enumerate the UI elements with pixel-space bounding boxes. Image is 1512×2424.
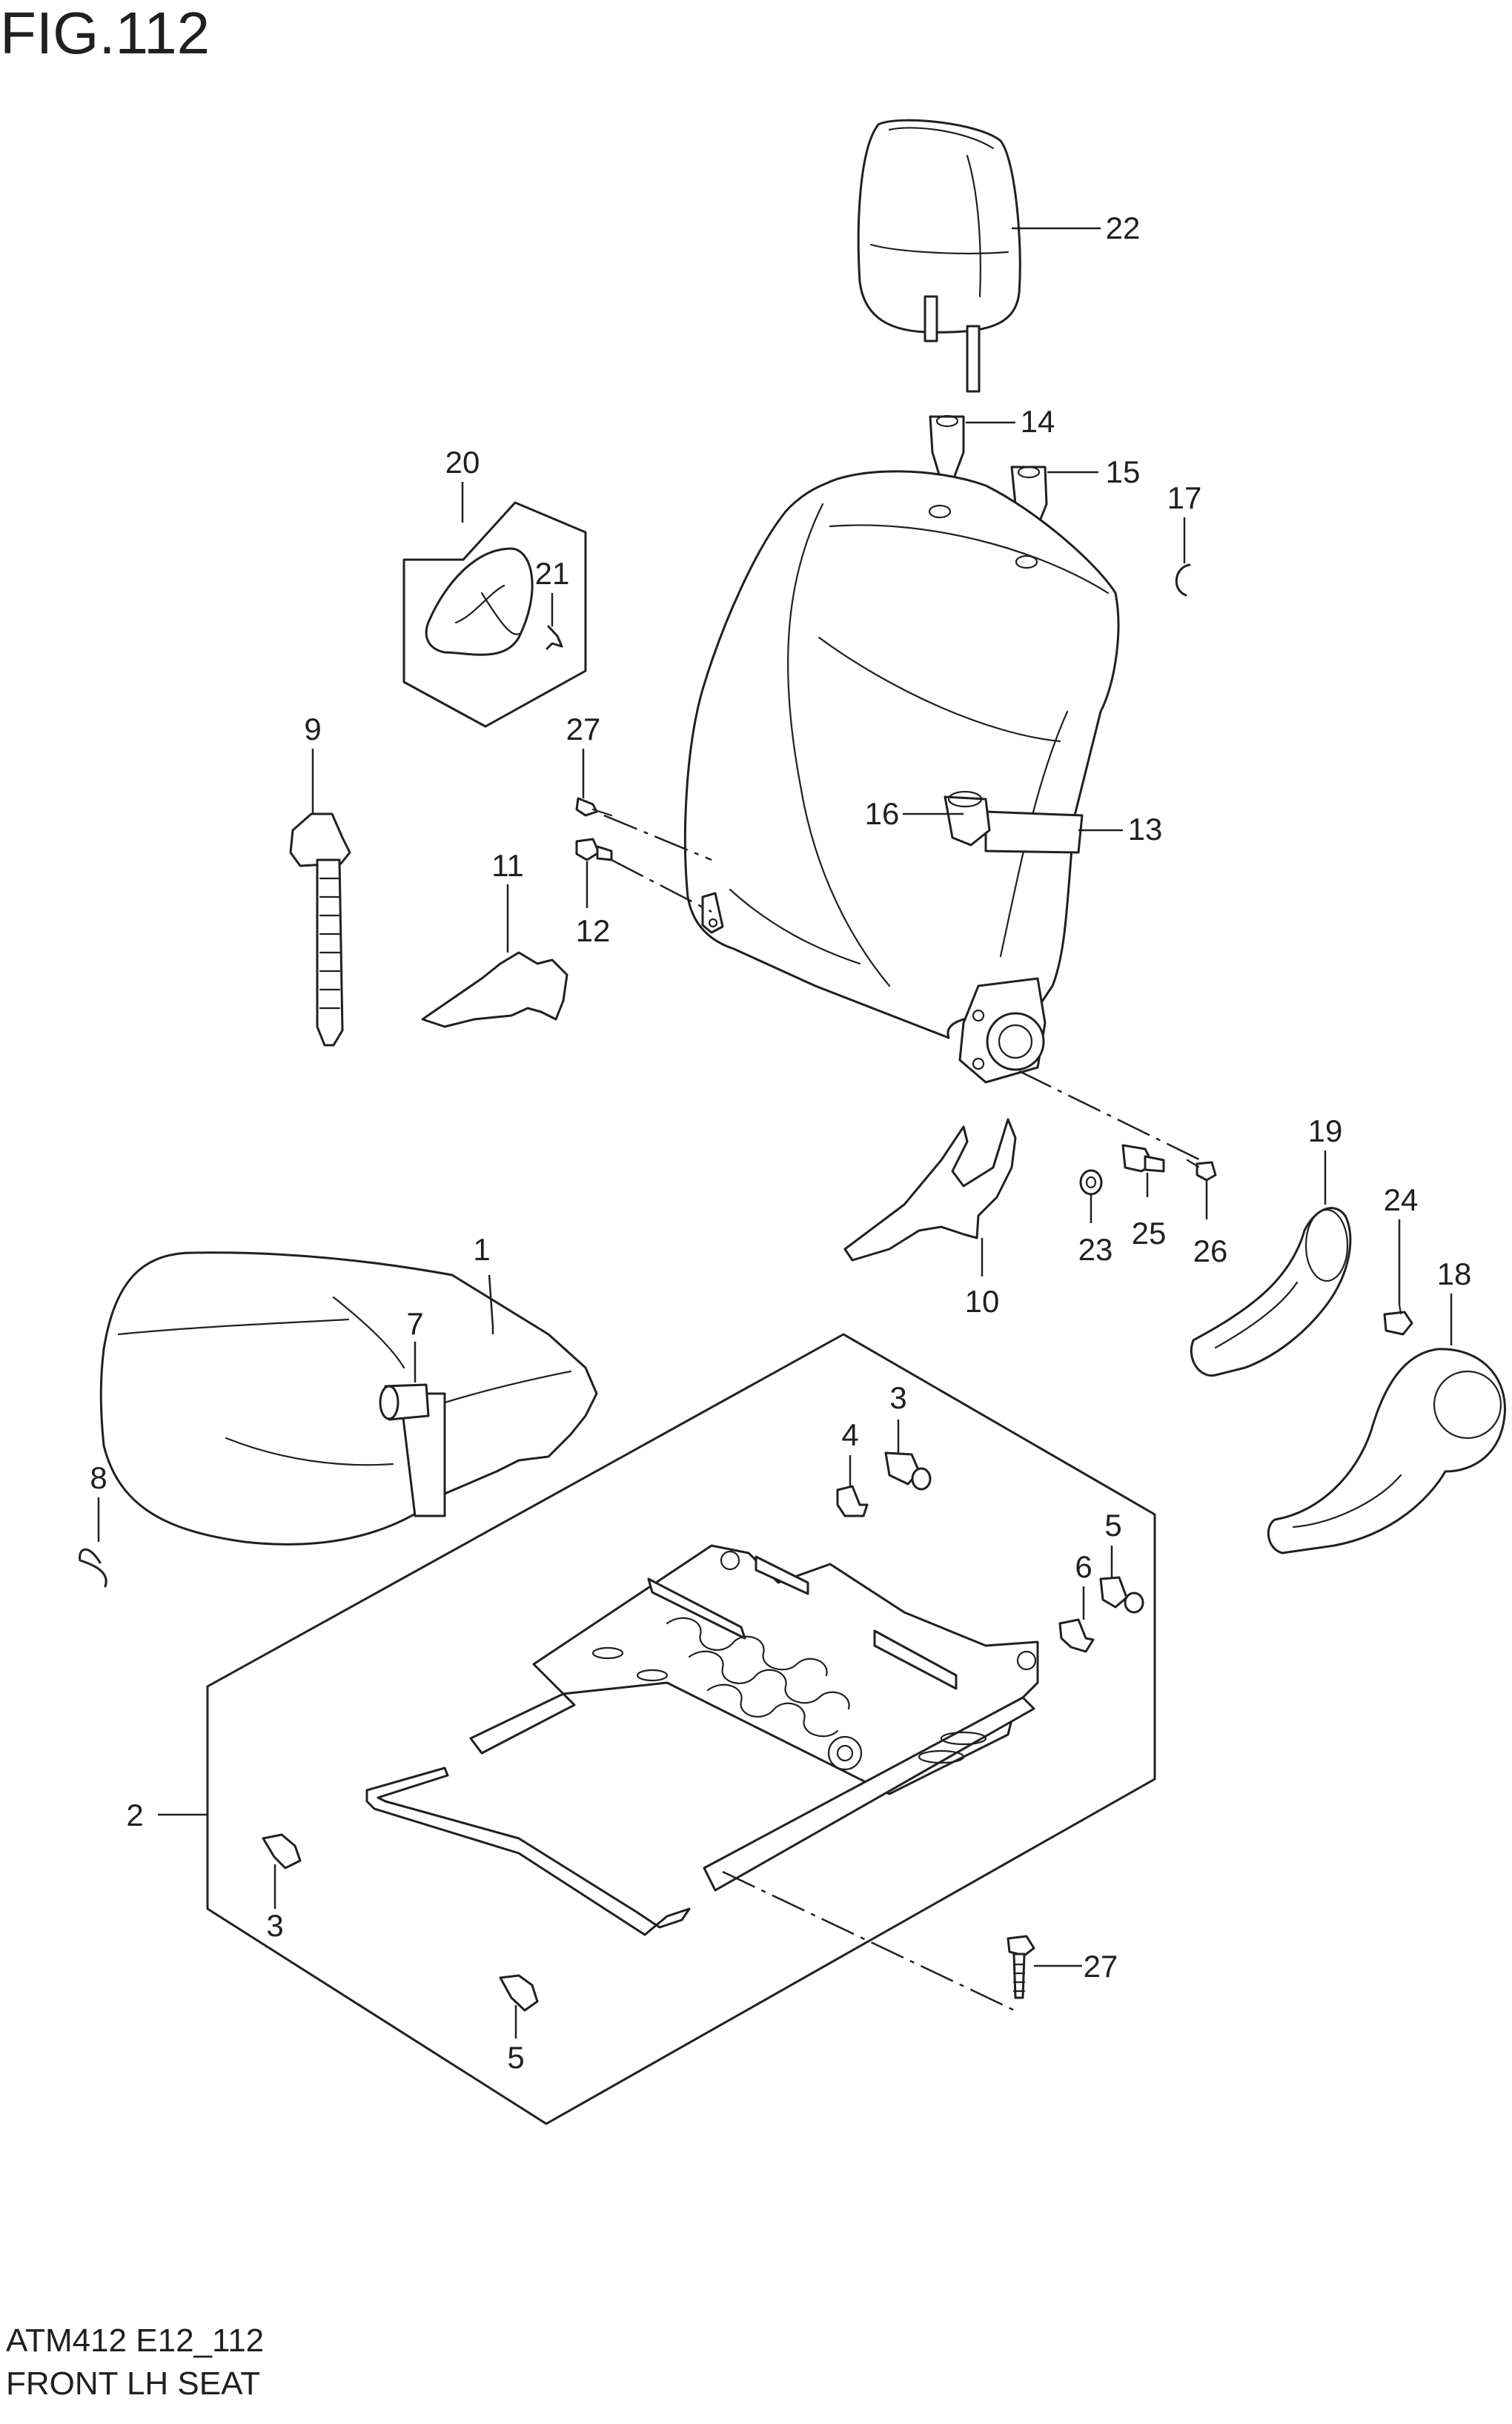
callout-11: 11 bbox=[491, 848, 524, 883]
callout-12: 12 bbox=[576, 913, 611, 948]
callout-21: 21 bbox=[535, 556, 570, 591]
clip-5-upper[interactable] bbox=[1099, 1576, 1144, 1614]
callout-9: 9 bbox=[304, 712, 321, 746]
callout-18: 18 bbox=[1437, 1256, 1472, 1291]
bolt-25[interactable] bbox=[1121, 1144, 1165, 1173]
callout-3b: 3 bbox=[266, 1908, 283, 1943]
seat-cushion[interactable] bbox=[99, 1251, 598, 1546]
callout-2: 2 bbox=[126, 1798, 143, 1832]
clip-17[interactable] bbox=[1175, 563, 1191, 597]
cover-10[interactable] bbox=[843, 1118, 1017, 1262]
callout-1: 1 bbox=[473, 1232, 490, 1267]
callout-22: 22 bbox=[1106, 211, 1141, 245]
guide-16[interactable] bbox=[944, 790, 991, 847]
wire-rod[interactable] bbox=[365, 1766, 691, 1936]
callout-23: 23 bbox=[1078, 1232, 1113, 1267]
callout-24: 24 bbox=[1384, 1182, 1419, 1217]
seatback[interactable] bbox=[683, 470, 1120, 1084]
hex-detail-cover[interactable] bbox=[402, 501, 587, 728]
callout-5: 5 bbox=[1104, 1508, 1121, 1543]
bolt-12[interactable] bbox=[575, 838, 613, 861]
screw-26[interactable] bbox=[1186, 1159, 1217, 1182]
headrest[interactable] bbox=[857, 119, 1021, 393]
figure-title: FIG.112 bbox=[0, 0, 210, 66]
clip-21[interactable] bbox=[546, 625, 563, 650]
callout-10: 10 bbox=[965, 1284, 1000, 1319]
bracket-6[interactable] bbox=[1058, 1618, 1095, 1653]
clip-3-upper[interactable] bbox=[884, 1451, 932, 1491]
screw-24[interactable] bbox=[1383, 1303, 1413, 1336]
callout-6: 6 bbox=[1075, 1549, 1092, 1584]
callout-26: 26 bbox=[1193, 1233, 1228, 1268]
callout-25: 25 bbox=[1132, 1216, 1167, 1251]
recliner-lever[interactable] bbox=[1267, 1348, 1506, 1554]
callout-numbers: 1 2 3 3 4 5 5 6 7 8 9 10 11 12 13 14 15 … bbox=[90, 211, 1471, 2075]
diagram-caption: FRONT LH SEAT bbox=[6, 2365, 261, 2402]
diagram-code: ATM412 E12_112 bbox=[6, 2322, 265, 2359]
callout-13: 13 bbox=[1128, 812, 1163, 847]
clip-3-lower[interactable] bbox=[262, 1833, 302, 1870]
screw-27-upper[interactable] bbox=[575, 797, 613, 817]
callout-16: 16 bbox=[865, 796, 900, 831]
callout-27b: 27 bbox=[1084, 1949, 1118, 1984]
callout-20: 20 bbox=[445, 445, 480, 480]
recliner-knob-cover[interactable] bbox=[1190, 1207, 1352, 1377]
clip-8[interactable] bbox=[79, 1548, 107, 1588]
callout-15: 15 bbox=[1106, 454, 1141, 489]
cable-tie[interactable] bbox=[289, 812, 351, 1047]
callout-27: 27 bbox=[566, 712, 601, 746]
callout-17: 17 bbox=[1167, 480, 1202, 515]
callout-3: 3 bbox=[889, 1380, 906, 1415]
callout-4: 4 bbox=[841, 1417, 858, 1452]
seat-frame[interactable] bbox=[469, 1544, 1039, 1892]
leader-lines bbox=[97, 227, 1453, 2039]
callout-8: 8 bbox=[90, 1460, 107, 1495]
callout-7: 7 bbox=[406, 1306, 423, 1341]
seat-frame-outline bbox=[206, 1333, 1156, 2125]
callout-5b: 5 bbox=[507, 2040, 524, 2075]
bracket-4[interactable] bbox=[836, 1485, 869, 1517]
cover-11[interactable] bbox=[421, 951, 568, 1028]
guide-14[interactable] bbox=[929, 414, 965, 483]
callout-14: 14 bbox=[1021, 404, 1055, 439]
screw-27-lower[interactable] bbox=[1007, 1935, 1035, 1999]
washer-23[interactable] bbox=[1079, 1169, 1103, 1196]
callout-19: 19 bbox=[1308, 1113, 1343, 1148]
clip-5-lower[interactable] bbox=[499, 1974, 539, 2012]
guide-7[interactable] bbox=[379, 1383, 430, 1421]
